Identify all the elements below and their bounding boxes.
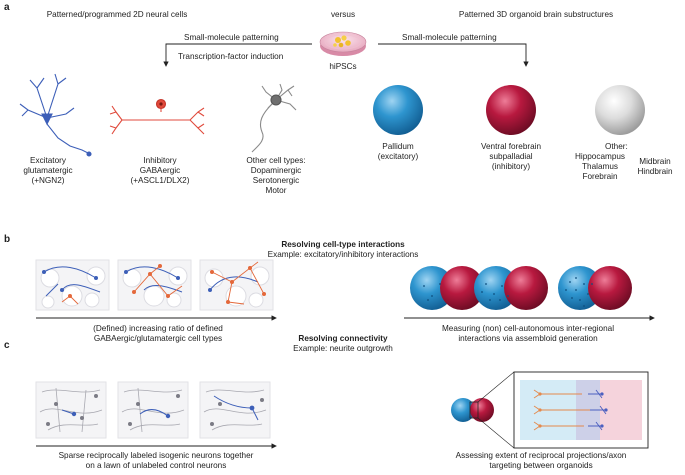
coculture-frame-1 — [35, 259, 110, 311]
inhibitory-neuron-icon — [109, 98, 205, 135]
panel-label-b: b — [4, 234, 11, 245]
pallidum-label: Pallidum(excitatory) — [377, 142, 419, 161]
right-section-title: Patterned 3D organoid brain substructure… — [458, 10, 614, 19]
sparse-frame-2 — [117, 381, 189, 439]
projection-zoom-box — [513, 371, 649, 449]
coculture-frame-3 — [199, 259, 274, 311]
panel-label-a: a — [4, 2, 10, 13]
sparse-frame-3 — [199, 381, 271, 439]
left-section-title: Patterned/programmed 2D neural cells — [46, 10, 188, 19]
sparse-frame-1 — [35, 381, 107, 439]
hipsc-dish — [319, 31, 367, 56]
organoid-pair-small — [451, 371, 515, 449]
sparse-caption: Sparse reciprocally labeled isogenic neu… — [58, 451, 254, 470]
other-organoid-title: Other: — [605, 142, 628, 151]
right-branch-arrow — [378, 43, 529, 67]
excitatory-neuron-icon — [19, 73, 92, 157]
right-arrow-label: Small-molecule patterning — [402, 33, 497, 42]
ventral-forebrain-organoid — [486, 85, 536, 135]
left-arrow-label-1: Small-molecule patterning — [184, 33, 279, 42]
left-branch-arrow — [163, 43, 312, 67]
assembloid-pair-3 — [558, 266, 632, 310]
assembloid-caption: Measuring (non) cell-autonomous inter-re… — [441, 324, 615, 343]
cell-type-interactions-subtitle: Example: excitatory/inhibitory interacti… — [267, 250, 419, 259]
panel-label-c: c — [4, 340, 10, 351]
other-neuron-icon — [251, 83, 297, 153]
assembloid-pair-1 — [410, 266, 484, 310]
connectivity-subtitle: Example: neurite outgrowth — [293, 344, 393, 353]
projection-caption: Assessing extent of reciprocal projectio… — [455, 451, 627, 470]
connectivity-title: Resolving connectivity — [298, 334, 388, 343]
left-arrow-label-2: Transcription-factor induction — [178, 52, 284, 61]
cell-type-interactions-title: Resolving cell-type interactions — [281, 240, 405, 249]
versus-label: versus — [330, 10, 356, 19]
other-organoid — [595, 85, 645, 135]
pallidum-organoid — [373, 85, 423, 135]
coculture-frame-2 — [117, 259, 192, 311]
hipsc-label: hiPSCs — [329, 62, 357, 71]
assembloid-pair-2 — [474, 266, 548, 310]
